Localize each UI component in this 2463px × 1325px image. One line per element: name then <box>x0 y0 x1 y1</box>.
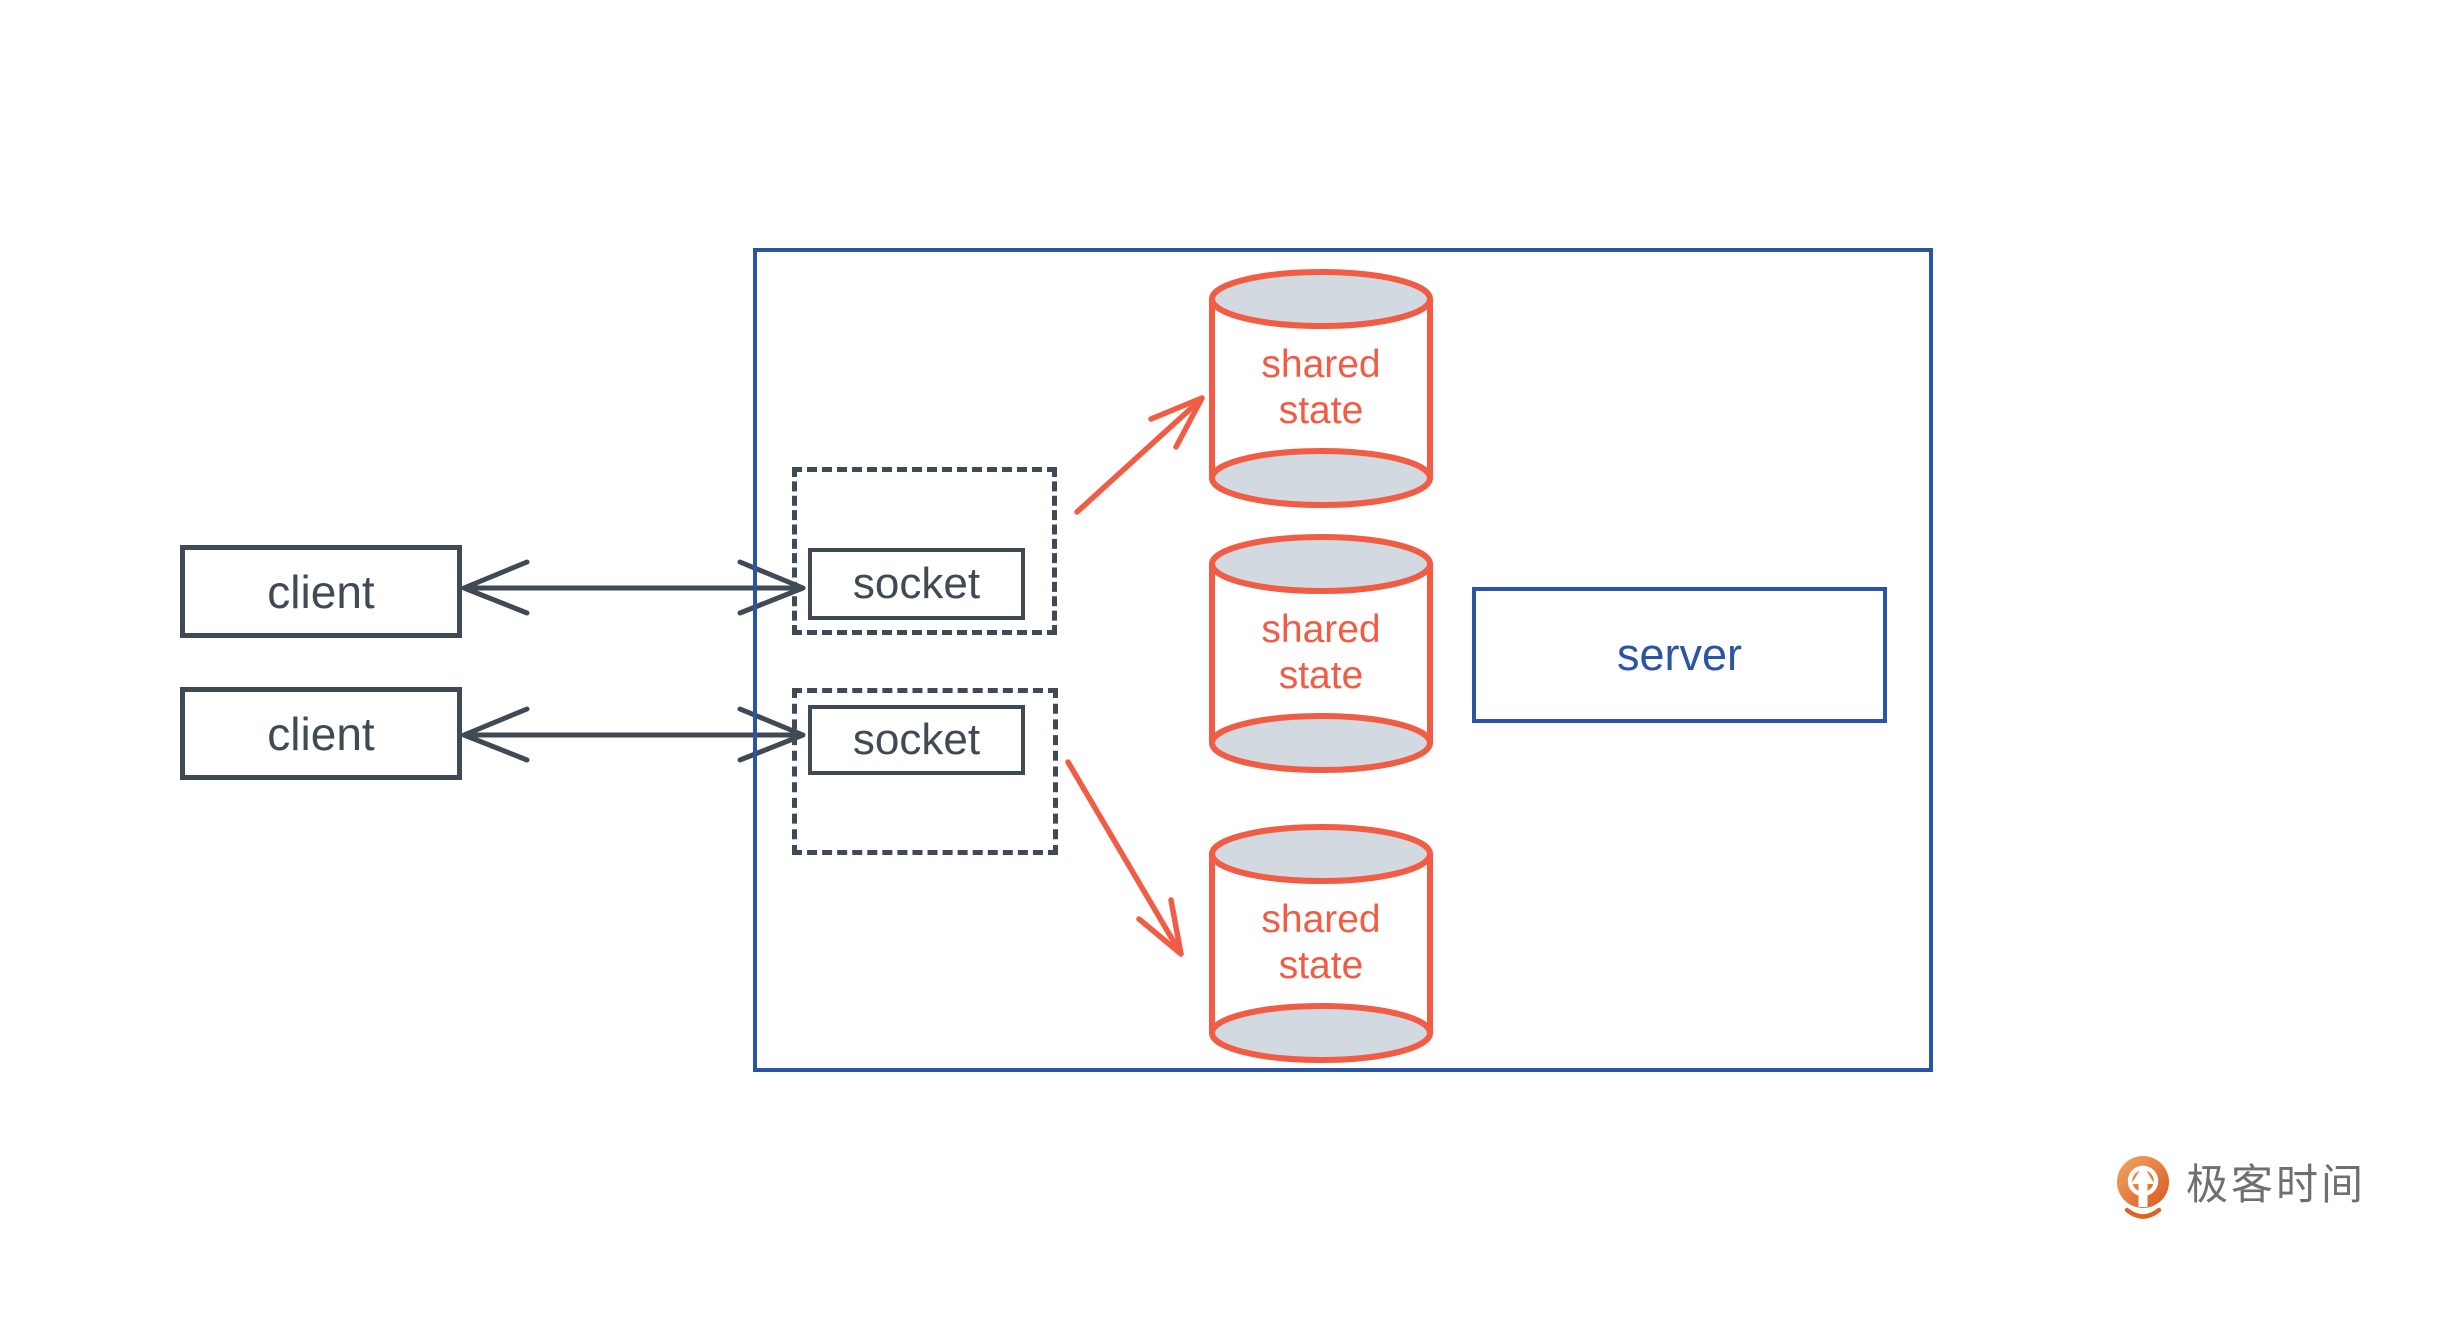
client-box-1: client <box>180 545 462 638</box>
cylinder-icon <box>1209 824 1433 1063</box>
shared-state-2-label: shared state <box>1261 608 1381 698</box>
cylinder-icon <box>1209 269 1433 508</box>
socket-box-2: socket <box>808 705 1025 775</box>
socket-1-label: socket <box>852 559 981 608</box>
server-label: server <box>1616 629 1743 680</box>
client-box-2: client <box>180 687 462 780</box>
server-box: server <box>1472 587 1887 723</box>
socket2-sharedstate3-arrow <box>1065 759 1184 957</box>
geektime-logo-text: 极客时间 <box>2186 1161 2367 1208</box>
socket-dashed-container-1 <box>792 467 1057 635</box>
shared-state-cylinder-2: shared state <box>1206 531 1436 776</box>
client-1-label: client <box>267 565 375 618</box>
geektime-logo: 极客时间 <box>2116 1155 2366 1225</box>
cylinder-icon <box>1209 534 1433 773</box>
client-2-label: client <box>267 707 375 760</box>
shared-state-cylinder-3: shared state <box>1206 821 1436 1066</box>
shared-state-cylinder-1: shared state <box>1206 266 1436 511</box>
socket-dashed-container-2 <box>792 688 1058 855</box>
geektime-pin-icon <box>2117 1156 2169 1219</box>
socket-box-1: socket <box>808 548 1025 620</box>
shared-state-1-label: shared state <box>1261 343 1381 433</box>
socket1-sharedstate1-arrow <box>1074 395 1205 515</box>
server-boundary-box <box>753 248 1933 1072</box>
shared-state-3-label: shared state <box>1261 898 1381 988</box>
socket-2-label: socket <box>852 715 981 764</box>
